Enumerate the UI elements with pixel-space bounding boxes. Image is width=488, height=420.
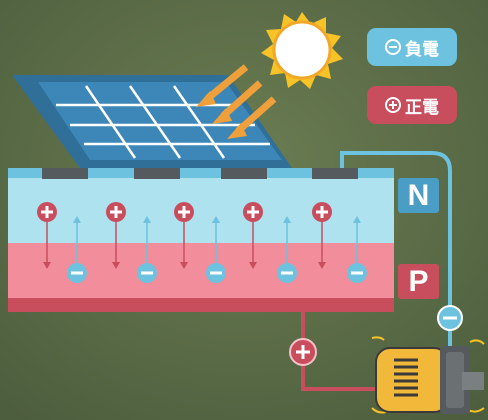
legend-negative-label: 負電	[405, 39, 439, 60]
legend-positive: 正電	[367, 86, 457, 124]
p-layer-label: P	[398, 264, 439, 299]
positive-wire	[301, 312, 380, 391]
negative-charge	[206, 216, 226, 283]
motor-icon	[371, 336, 485, 414]
front-contacts	[42, 168, 358, 179]
negative-wire	[340, 151, 452, 357]
negative-charge	[347, 216, 367, 283]
negative-charges	[67, 216, 367, 283]
positive-charge	[174, 202, 194, 269]
cell-body	[8, 168, 394, 312]
sun-icon	[261, 12, 343, 89]
positive-charge	[106, 202, 126, 269]
n-layer-label: N	[398, 178, 439, 213]
plus-circle-icon	[289, 338, 317, 366]
legend-positive-label: 正電	[405, 97, 439, 118]
negative-charge	[67, 216, 87, 283]
positive-charge	[37, 202, 57, 269]
positive-charges	[37, 202, 332, 269]
legend-negative: 負電	[367, 28, 457, 66]
p-layer	[8, 243, 394, 298]
negative-charge	[277, 216, 297, 283]
sunlight-arrows	[196, 64, 277, 139]
negative-charge	[137, 216, 157, 283]
minus-circle-icon	[385, 39, 401, 55]
positive-charge	[312, 202, 332, 269]
solar-panel-icon	[12, 75, 292, 168]
minus-circle-icon	[437, 305, 463, 331]
n-layer	[8, 178, 394, 243]
positive-charge	[243, 202, 263, 269]
plus-circle-icon	[385, 97, 401, 113]
